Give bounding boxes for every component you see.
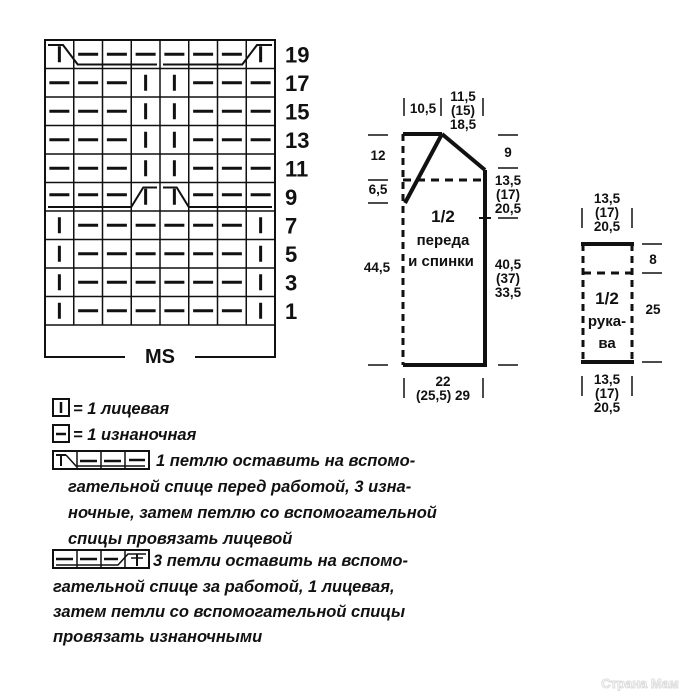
- sleeve-title: 1/2: [595, 289, 619, 308]
- sleeve-schematic: [581, 208, 662, 396]
- purl-symbol-icon: [52, 424, 70, 443]
- cable-line: [48, 186, 157, 208]
- dim-right: 33,5: [495, 285, 522, 300]
- sleeve-dim-bottom: (17): [595, 386, 619, 401]
- legend-purl: = 1 изнаночная: [73, 426, 197, 444]
- ms-label: MS: [145, 346, 175, 368]
- dim-right-armhole: (17): [496, 187, 520, 202]
- legend-knit: = 1 лицевая: [73, 400, 169, 418]
- sleeve-dim-top: 20,5: [594, 219, 621, 234]
- dim-left: 44,5: [364, 260, 391, 275]
- row-number: 15: [285, 99, 309, 124]
- cable-line: [48, 44, 157, 66]
- dim-right: 9: [504, 145, 512, 160]
- row-number: 5: [285, 242, 297, 267]
- legend-cable-front-text: гательной спице перед работой, 3 изна-: [68, 478, 412, 496]
- legend-cable-back-text: 3 петли оставить на вспомо-: [153, 552, 408, 570]
- dim-right-armhole: 13,5: [495, 173, 522, 188]
- cable-line: [163, 186, 272, 208]
- row-number: 7: [285, 213, 297, 238]
- dim-top-right: 18,5: [450, 117, 477, 132]
- dim-left: 12: [370, 148, 385, 163]
- row-number: 13: [285, 128, 309, 153]
- legend-cable-front-text: 1 петлю оставить на вспомо-: [156, 452, 416, 470]
- dim-top-left: 10,5: [410, 101, 437, 116]
- legend-cable-back-text: затем петли со вспомогательной спицы: [53, 603, 405, 621]
- row-number: 1: [285, 299, 297, 324]
- cable-front-symbol-icon: [52, 450, 150, 470]
- dim-top-right: 11,5: [450, 89, 476, 104]
- cable-line: [163, 44, 272, 66]
- dim-right: 40,5: [495, 257, 522, 272]
- dim-right: (37): [496, 271, 520, 286]
- row-number: 11: [285, 156, 308, 181]
- sleeve-dim-right: 8: [649, 252, 657, 267]
- ms-gap: [125, 351, 195, 361]
- dim-top-right: (15): [451, 103, 475, 118]
- sleeve-dim-right: 25: [645, 302, 661, 317]
- body-title: 1/2: [431, 207, 455, 226]
- body-title: переда: [417, 232, 470, 249]
- legend-cable-front-text: спицы провязать лицевой: [68, 530, 292, 548]
- row-number: 17: [285, 71, 309, 96]
- cable-back-symbol-icon: [52, 549, 150, 569]
- body-schematic: [368, 98, 518, 398]
- dim-left: 6,5: [369, 182, 388, 197]
- sleeve-dim-top: 13,5: [594, 191, 621, 206]
- row-number: 3: [285, 270, 297, 295]
- row-numbers: 19 17 15 13 11 9 7 5 3 1: [285, 42, 309, 324]
- sleeve-dim-bottom: 20,5: [594, 400, 621, 415]
- sleeve-title: рука-: [588, 313, 626, 330]
- row-number: 9: [285, 185, 297, 210]
- sleeve-title: ва: [598, 335, 616, 352]
- legend-cable-front-text: ночные, затем петлю со вспомогательной: [68, 504, 437, 522]
- dim-bottom: (25,5) 29: [416, 388, 470, 403]
- body-title: и спинки: [408, 253, 474, 270]
- dim-bottom: 22: [435, 374, 450, 389]
- row-number: 19: [285, 42, 309, 67]
- knit-symbol-icon: [52, 398, 70, 417]
- watermark: Страна Мам: [601, 676, 678, 691]
- dim-right-armhole: 20,5: [495, 201, 522, 216]
- sleeve-dim-top: (17): [595, 205, 619, 220]
- legend-cable-back-text: гательной спице за работой, 1 лицевая,: [53, 578, 395, 596]
- legend-cable-back-text: провязать изнаночными: [53, 628, 262, 646]
- stitch-chart: [44, 39, 276, 361]
- sleeve-dim-bottom: 13,5: [594, 372, 621, 387]
